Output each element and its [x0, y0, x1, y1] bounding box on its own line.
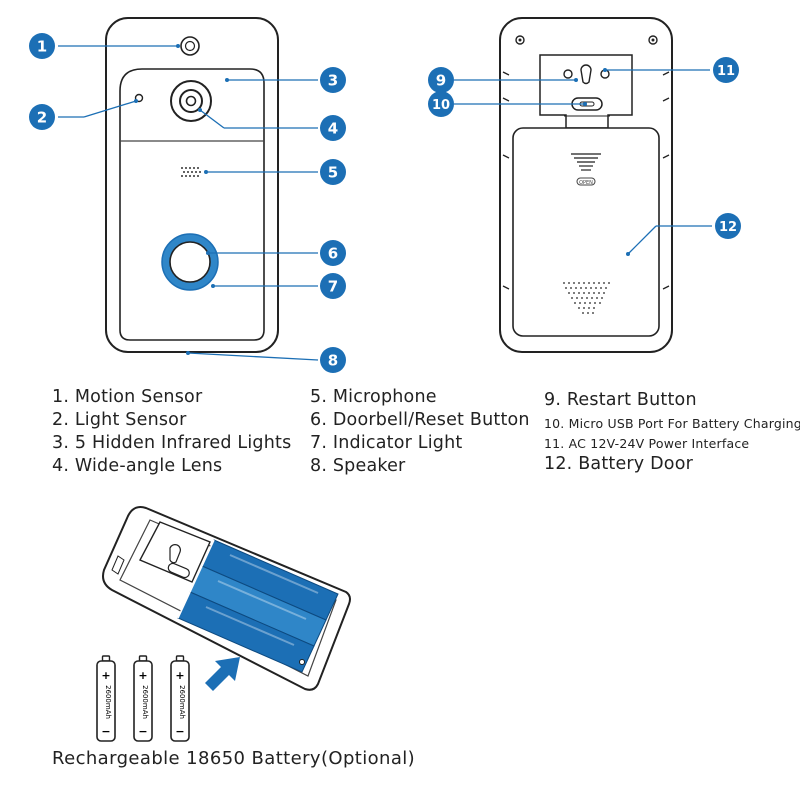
legend-item-indicator-light: 7. Indicator Light — [310, 433, 463, 453]
callout-12: 12 — [715, 213, 741, 239]
legend-item-infrared-lights: 3. 5 Hidden Infrared Lights — [52, 433, 292, 453]
legend-item-microphone: 5. Microphone — [310, 387, 437, 407]
doorbell-button-icon — [169, 241, 211, 283]
callout-7: 7 — [320, 273, 346, 299]
callout-3: 3 — [320, 67, 346, 93]
leader-dots — [134, 44, 630, 355]
battery-1: + 2600mAh − — [96, 655, 116, 742]
battery-minus-label: − — [138, 725, 147, 738]
battery-cell-icon — [177, 539, 339, 673]
battery-plus-label: + — [101, 669, 110, 682]
speaker-grille-icon — [563, 282, 610, 314]
legend-item-light-sensor: 2. Light Sensor — [52, 410, 187, 430]
microphone-icon — [181, 167, 201, 177]
legend-column-1: 1. Motion Sensor 2. Light Sensor 3. 5 Hi… — [52, 386, 291, 478]
legend-column-2: 5. Microphone 6. Doorbell/Reset Button 7… — [310, 386, 530, 478]
battery-capacity-label: 2600mAh — [104, 685, 112, 719]
svg-text:2: 2 — [37, 109, 47, 127]
svg-text:11: 11 — [717, 64, 735, 79]
svg-text:9: 9 — [436, 72, 446, 90]
battery-minus-label: − — [175, 725, 184, 738]
restart-button-icon — [563, 69, 573, 79]
motion-sensor-icon — [180, 36, 200, 56]
battery-capacity-label: 2600mAh — [178, 685, 186, 719]
keyhole-icon — [580, 64, 592, 85]
legend-item-speaker: 8. Speaker — [310, 456, 406, 476]
callout-10: 10 — [428, 91, 454, 117]
callout-11: 11 — [713, 57, 739, 83]
legend-item-motion-sensor: 1. Motion Sensor — [52, 387, 203, 407]
svg-text:6: 6 — [328, 245, 338, 263]
back-view: OPEN — [499, 17, 673, 353]
battery-plus-label: + — [175, 669, 184, 682]
battery-2: + 2600mAh − — [133, 655, 153, 742]
legend-item-power-interface: 11. AC 12V-24V Power Interface — [544, 436, 750, 451]
callout-8: 8 — [320, 347, 346, 373]
open-back-view — [102, 506, 351, 691]
legend-item-restart-button: 9. Restart Button — [544, 390, 697, 410]
callout-5: 5 — [320, 159, 346, 185]
door-latch-icon — [571, 153, 601, 171]
svg-text:5: 5 — [328, 164, 338, 182]
svg-text:8: 8 — [328, 352, 338, 370]
battery-capacity-label: 2600mAh — [141, 685, 149, 719]
battery-3: + 2600mAh − — [170, 655, 190, 742]
callout-2: 2 — [29, 104, 55, 130]
svg-text:3: 3 — [328, 72, 338, 90]
legend-item-battery-door: 12. Battery Door — [544, 454, 694, 474]
battery-door — [512, 127, 660, 337]
legend-item-micro-usb-port: 10. Micro USB Port For Battery Charging — [544, 416, 800, 431]
insert-arrow-icon — [205, 657, 240, 691]
legend-item-doorbell-reset-button: 6. Doorbell/Reset Button — [310, 410, 530, 430]
front-view — [105, 17, 279, 353]
front-panel — [119, 68, 265, 341]
svg-text:7: 7 — [328, 278, 338, 296]
callout-9: 9 — [428, 67, 454, 93]
door-open-label: OPEN — [579, 180, 593, 186]
svg-text:1: 1 — [37, 38, 47, 56]
callout-6: 6 — [320, 240, 346, 266]
battery-minus-label: − — [101, 725, 110, 738]
callout-1: 1 — [29, 33, 55, 59]
callout-4: 4 — [320, 115, 346, 141]
svg-text:10: 10 — [432, 98, 450, 113]
svg-text:4: 4 — [328, 120, 338, 138]
battery-caption: Rechargeable 18650 Battery(Optional) — [52, 748, 416, 769]
keyhole-icon — [169, 544, 181, 564]
leader-lines — [58, 45, 712, 361]
legend-item-wide-angle-lens: 4. Wide-angle Lens — [52, 456, 223, 476]
battery-plus-label: + — [138, 669, 147, 682]
svg-text:12: 12 — [719, 220, 737, 235]
